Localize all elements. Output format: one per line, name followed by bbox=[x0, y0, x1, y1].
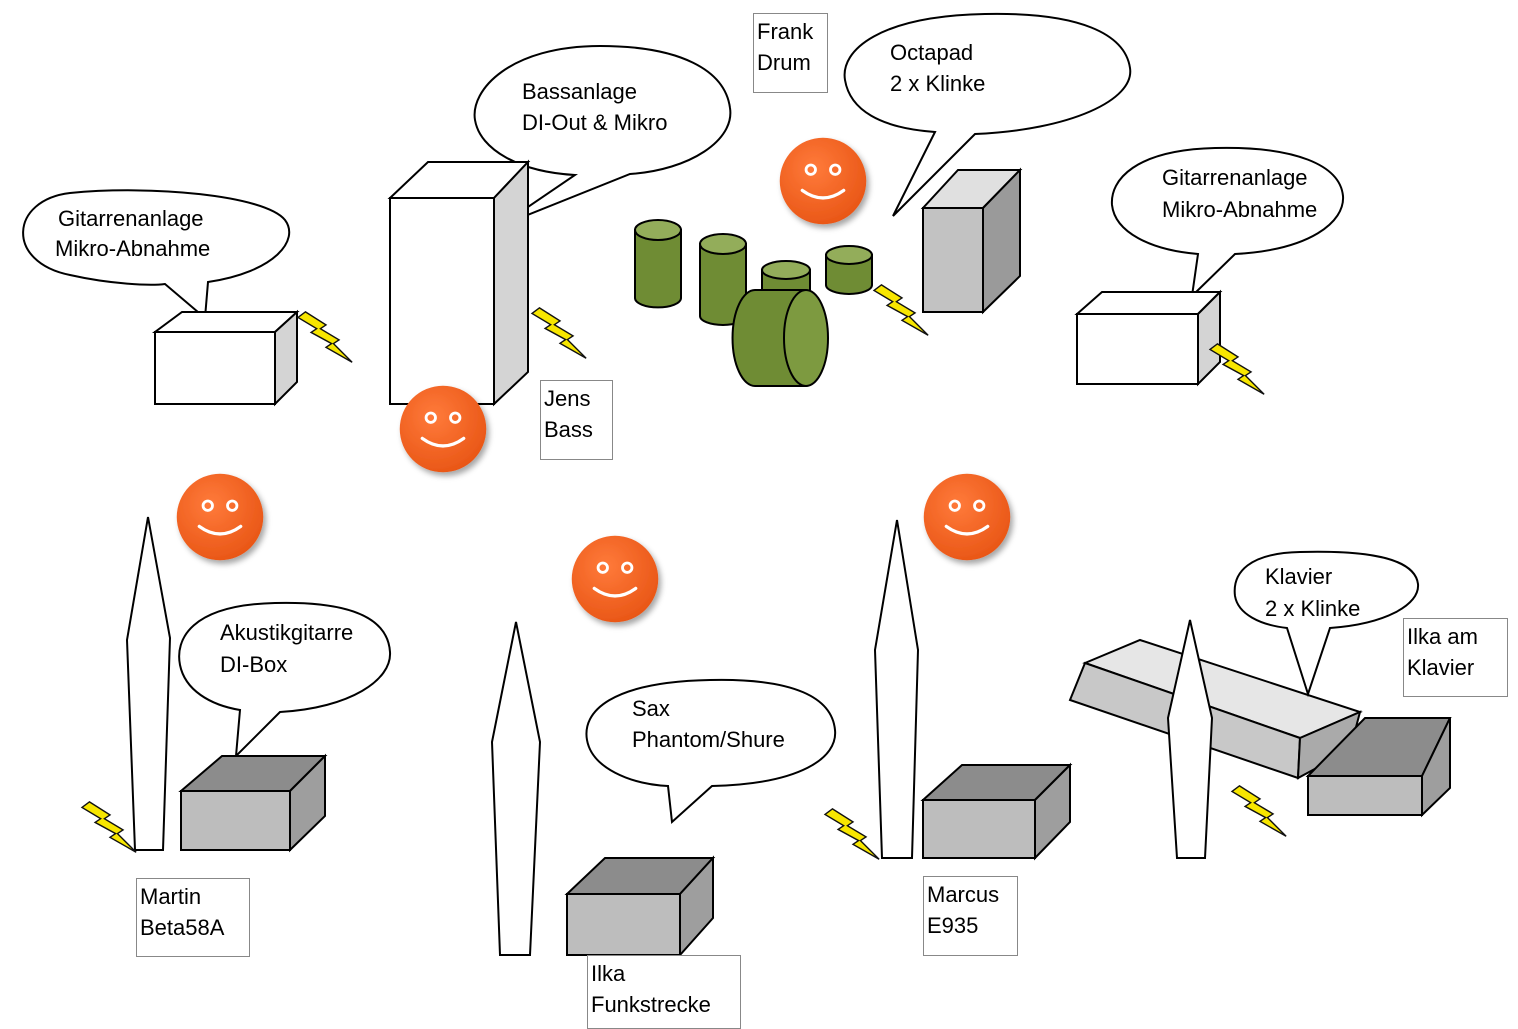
smiley-face-icon bbox=[572, 536, 658, 622]
callout-akustik-line2: DI-Box bbox=[220, 652, 287, 677]
label-ilka-funkstrecke: Ilka Funkstrecke bbox=[587, 955, 741, 1029]
amp-bassanlage bbox=[387, 159, 531, 407]
callout-bassanlage-line2: DI-Out & Mikro bbox=[522, 110, 667, 135]
callout-sax-line1: Sax bbox=[632, 696, 670, 721]
label-ilka-klavier-line1: Ilka am bbox=[1407, 624, 1478, 649]
callout-gitarre-right-line1: Gitarrenanlage bbox=[1162, 165, 1308, 190]
callout-octapad-line2: 2 x Klinke bbox=[890, 71, 985, 96]
label-frank-line2: Drum bbox=[757, 50, 811, 75]
callout-akustik: Akustikgitarre DI-Box bbox=[178, 601, 392, 759]
label-jens-line2: Bass bbox=[544, 417, 593, 442]
callout-klavier-line2: 2 x Klinke bbox=[1265, 596, 1360, 621]
callout-octapad: Octapad 2 x Klinke bbox=[843, 12, 1132, 217]
mic-stand-martin bbox=[125, 516, 172, 851]
drum-kit bbox=[634, 219, 873, 387]
octapad-box bbox=[920, 167, 1023, 315]
label-martin: Martin Beta58A bbox=[136, 878, 250, 957]
callout-gitarre-left-line1: Gitarrenanlage bbox=[58, 206, 204, 231]
callout-klavier-line1: Klavier bbox=[1265, 564, 1332, 589]
label-marcus-line1: Marcus bbox=[927, 882, 1000, 907]
label-ilka-funk-line1: Ilka bbox=[591, 961, 626, 986]
power-bolt-icon bbox=[297, 311, 353, 363]
label-frank-line1: Frank bbox=[757, 19, 814, 44]
smiley-face-icon bbox=[924, 474, 1010, 560]
power-bolt-icon bbox=[81, 801, 137, 853]
label-ilka-klavier: Ilka am Klavier bbox=[1403, 618, 1508, 697]
label-marcus-line2: E935 bbox=[927, 913, 979, 938]
label-martin-line2: Beta58A bbox=[140, 915, 225, 940]
mic-stand-klavier bbox=[1166, 619, 1214, 859]
label-martin-line1: Martin bbox=[140, 884, 202, 909]
mic-stand-ilka bbox=[490, 621, 542, 956]
amp-gitarre-right bbox=[1074, 289, 1223, 387]
box-marcus bbox=[920, 762, 1073, 861]
amp-gitarre-left bbox=[151, 309, 300, 407]
smiley-face-icon bbox=[177, 474, 263, 560]
label-ilka-funk-line2: Funkstrecke bbox=[591, 992, 711, 1017]
smiley-face-icon bbox=[400, 386, 486, 472]
callout-sax-line2: Phantom/Shure bbox=[632, 727, 785, 752]
power-bolt-icon bbox=[1231, 785, 1287, 837]
callout-gitarre-left: Gitarrenanlage Mikro-Abnahme bbox=[22, 189, 291, 321]
label-marcus: Marcus E935 bbox=[923, 876, 1018, 956]
mic-stand-marcus bbox=[873, 519, 920, 859]
label-frank-drum: Frank Drum bbox=[753, 13, 828, 93]
callout-gitarre-left-line2: Mikro-Abnahme bbox=[55, 236, 210, 261]
box-funkstrecke bbox=[564, 855, 716, 958]
callout-bassanlage-line1: Bassanlage bbox=[522, 79, 637, 104]
callout-klavier: Klavier 2 x Klinke bbox=[1233, 550, 1420, 698]
smiley-face-icon bbox=[780, 138, 866, 224]
power-bolt-icon bbox=[1209, 343, 1265, 395]
label-jens-bass: Jens Bass bbox=[540, 380, 613, 460]
callout-akustik-line1: Akustikgitarre bbox=[220, 620, 353, 645]
callout-sax: Sax Phantom/Shure bbox=[585, 678, 837, 825]
callout-octapad-line1: Octapad bbox=[890, 40, 973, 65]
klavier-amp bbox=[1305, 717, 1452, 818]
power-bolt-icon bbox=[824, 808, 880, 860]
di-box-akustik bbox=[178, 753, 328, 853]
label-ilka-klavier-line2: Klavier bbox=[1407, 655, 1475, 680]
power-bolt-icon bbox=[531, 307, 587, 359]
power-bolt-icon bbox=[873, 284, 929, 336]
callout-gitarre-right: Gitarrenanlage Mikro-Abnahme bbox=[1110, 146, 1345, 299]
label-jens-line1: Jens bbox=[544, 386, 591, 411]
callout-gitarre-right-line2: Mikro-Abnahme bbox=[1162, 197, 1317, 222]
callout-bassanlage: Bassanlage DI-Out & Mikro bbox=[473, 44, 732, 227]
